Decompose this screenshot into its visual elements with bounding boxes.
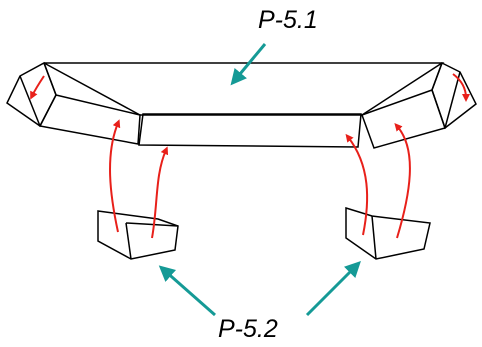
left-end-cap: [6, 61, 57, 128]
left-part-outline: [97, 210, 179, 260]
right-end-cap: [431, 61, 477, 130]
right-end-cap-fold: [444, 71, 461, 129]
left-side-panel: [38, 94, 141, 145]
right-part-outline: [345, 206, 431, 260]
assembly-arrow-left-2: [151, 146, 169, 239]
label-p51: P-5.1: [258, 6, 318, 34]
pointer-arrow-bottom-right: [305, 261, 361, 317]
right-side-panel: [361, 89, 446, 149]
assembly-arrow-right-1: [345, 133, 369, 236]
assembly-arrow-left-end: [30, 75, 45, 100]
assembly-arrows: [30, 73, 470, 239]
right-part-fold: [371, 215, 377, 260]
assembly-arrow-left-1: [109, 119, 121, 233]
assembly-p51: [6, 61, 477, 149]
part-p52-left: [97, 210, 179, 260]
left-part-top-edge: [125, 222, 179, 227]
pointer-arrow-top: [230, 43, 267, 86]
left-part-fold: [125, 222, 132, 260]
left-end-cap-fold: [19, 75, 41, 127]
assembly-arrow-right-2: [394, 122, 411, 239]
center-panel: [138, 113, 362, 148]
pointer-arrow-bottom-left: [158, 265, 216, 317]
pointer-arrows: [158, 43, 361, 317]
part-p52-right: [345, 206, 431, 260]
assembly-arrow-right-end: [452, 73, 470, 102]
label-p52: P-5.2: [218, 315, 278, 343]
